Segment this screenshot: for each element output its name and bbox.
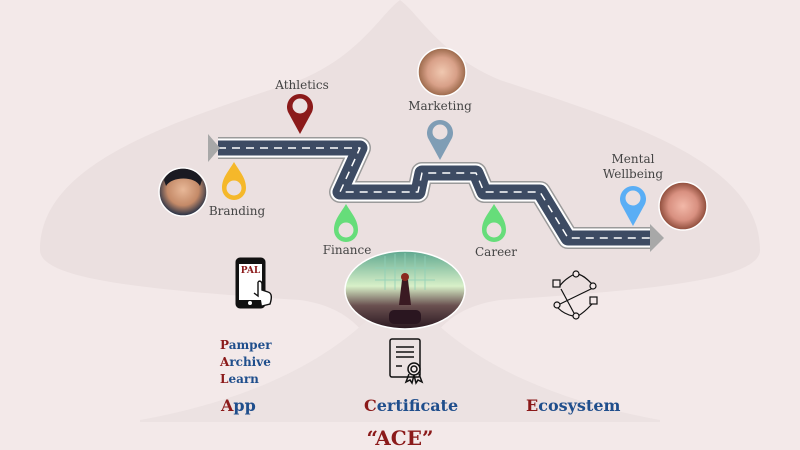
acronym-line: Pamper [220,338,272,352]
avatar-man [158,167,208,217]
avatar-woman-wellbeing [658,181,708,231]
certificate-title: Certificate [364,396,459,415]
acronym-line: Archive [220,355,271,369]
phone-pal-label: PAL [240,266,261,276]
stop-label-athletics: Athletics [275,78,329,92]
stop-label-marketing: Marketing [408,99,472,113]
stop-label-line: Wellbeing [602,167,664,181]
road-start-arrow [208,134,220,162]
ecosystem-network-icon [552,270,598,320]
pal-acronym: Pamper Archive Learn [220,337,272,388]
pin-icon-mental-wellbeing [620,186,646,226]
classroom-image [344,250,466,330]
stop-label-career: Career [474,245,518,259]
pin-icon-marketing [427,120,453,160]
background-bell-shape [40,0,760,450]
ecosystem-title: Ecosystem [526,396,621,415]
phone-pal-icon [235,257,273,309]
pin-icon-athletics [287,94,313,134]
avatar-woman-marketing [417,47,467,97]
stop-label-branding: Branding [208,204,266,218]
stop-label-line: Mental [611,152,655,166]
drop-icon-finance [334,204,358,242]
road [218,137,652,249]
stop-label-mental-wellbeing: Mental Wellbeing [603,152,663,182]
ace-footer-title: “ACE” [366,426,434,450]
stop-label-finance: Finance [322,243,372,257]
certificate-icon [389,338,424,385]
drop-icon-career [482,204,506,242]
acronym-line: Learn [220,372,259,386]
road-end-arrow [650,224,664,252]
app-title: App [221,396,256,415]
drop-icon-branding [222,162,246,200]
